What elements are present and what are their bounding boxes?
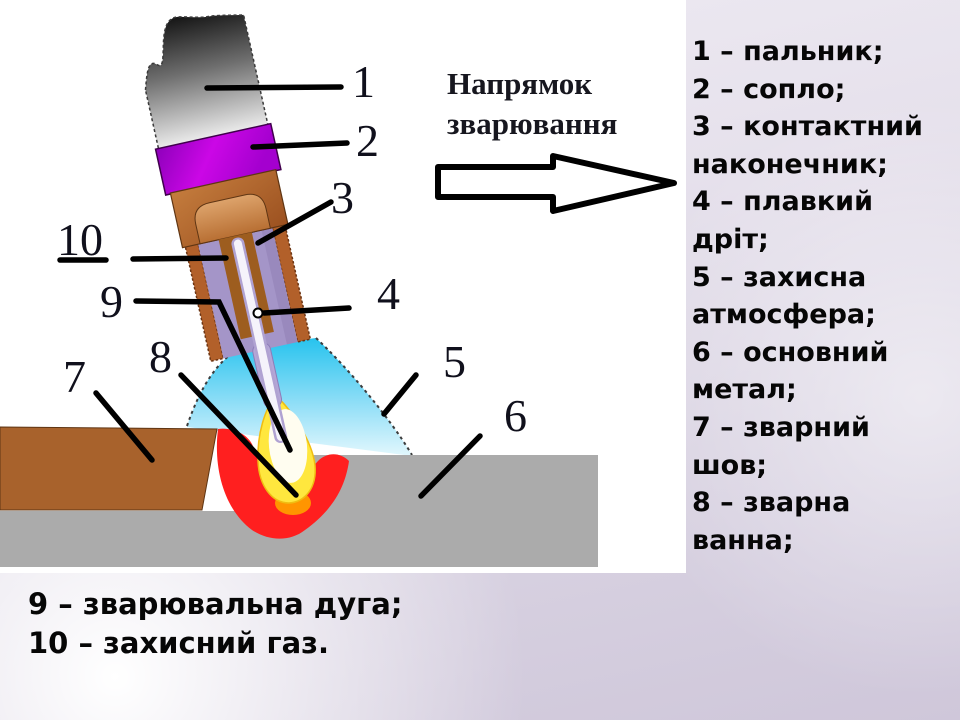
leader-line-8 xyxy=(178,372,299,498)
callout-6: 6 xyxy=(504,390,527,441)
welding-diagram-image: 1 2 3 4 5 6 7 8 9 10 Напрямок зварювання xyxy=(0,14,677,567)
callout-4: 4 xyxy=(377,268,400,319)
callout-8: 8 xyxy=(149,331,172,382)
contact-tip-holder xyxy=(194,193,271,245)
leader-line-7 xyxy=(93,390,155,463)
legend-line: 5 – захисна xyxy=(692,261,867,293)
legend-line: 2 – сопло; xyxy=(692,73,846,105)
legend-bottom: 9 – зварювальна дуга; 10 – захисний газ. xyxy=(28,585,402,663)
legend-line: метал; xyxy=(692,374,797,406)
legend-line: 1 – пальник; xyxy=(692,36,884,67)
leader-line-6 xyxy=(418,433,483,499)
torch-body xyxy=(144,14,269,151)
legend-line: шов; xyxy=(692,449,768,481)
callout-3: 3 xyxy=(331,172,354,223)
legend-bottom-line: 9 – зварювальна дуга; xyxy=(28,587,403,621)
leader-line-10b xyxy=(130,255,229,262)
gas-cloud-left-edge xyxy=(186,347,241,427)
leader-line-5 xyxy=(381,372,419,417)
callout-9: 9 xyxy=(100,276,123,327)
leader-lines xyxy=(57,84,483,499)
weld-seam xyxy=(0,426,218,511)
electrode-wire xyxy=(233,239,285,441)
direction-label-line1: Напрямок xyxy=(447,66,593,101)
direction-label-line2: зварювання xyxy=(447,106,618,141)
leader-line-1 xyxy=(204,84,344,91)
legend-line: 8 – зварна xyxy=(692,487,851,519)
callout-1: 1 xyxy=(352,56,375,107)
legend-line: ванна; xyxy=(692,524,794,556)
legend-right: 1 – пальник; 2 – сопло; 3 – контактний н… xyxy=(692,33,954,559)
welding-diagram: 1 2 3 4 5 6 7 8 9 10 xyxy=(0,14,677,567)
legend-line: дріт; xyxy=(692,223,769,255)
legend-line: 3 – контактний xyxy=(692,111,923,143)
legend-line: наконечник; xyxy=(692,148,888,180)
callout-numbers: 1 2 3 4 5 6 7 8 9 10 xyxy=(57,56,527,441)
leader-line-9 xyxy=(133,298,293,453)
legend-line: 4 – плавкий xyxy=(692,186,873,218)
callout-5: 5 xyxy=(443,336,466,387)
direction-arrow-icon xyxy=(435,153,677,214)
leader-line-2 xyxy=(250,140,350,150)
callout-2: 2 xyxy=(356,115,379,166)
callout-7: 7 xyxy=(63,351,86,402)
legend-bottom-line: 10 – захисний газ. xyxy=(28,626,330,660)
legend-line: 6 – основний xyxy=(692,336,889,368)
callout-10: 10 xyxy=(57,214,103,265)
direction-label: Напрямок зварювання xyxy=(447,64,617,144)
legend-line: атмосфера; xyxy=(692,299,876,331)
wire-marker-dot xyxy=(252,307,264,319)
leader-line-3 xyxy=(255,199,334,246)
leader-line-4 xyxy=(261,305,352,316)
shielding-gas-cloud xyxy=(187,338,412,456)
legend-line: 7 – зварний xyxy=(692,411,870,443)
